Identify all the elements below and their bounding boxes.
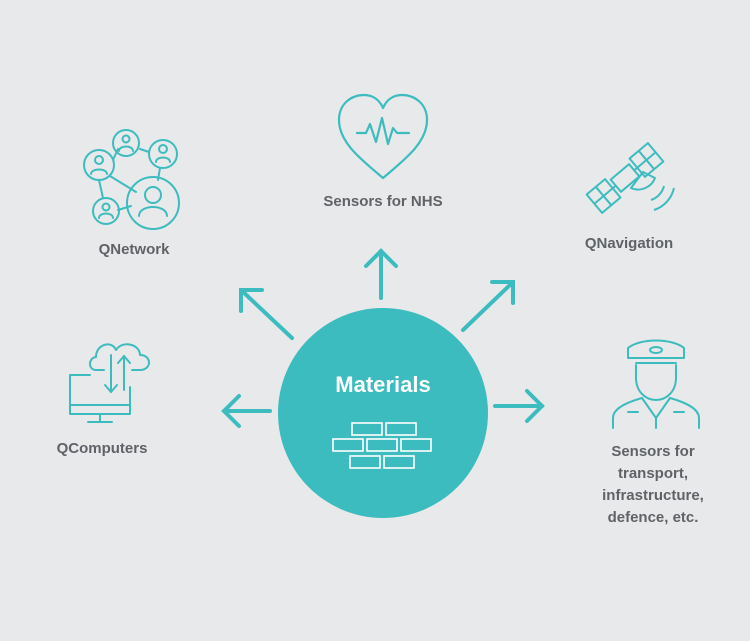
label-qnetwork: QNetwork bbox=[98, 241, 170, 258]
label-qcomputers: QComputers bbox=[56, 440, 148, 457]
label-line: Sensors for bbox=[611, 443, 695, 460]
materials-circle bbox=[278, 308, 488, 518]
label-line: infrastructure, bbox=[602, 487, 704, 504]
label-sensors-transport: Sensors for transport, infrastructure, d… bbox=[583, 441, 723, 529]
arrow-up-right bbox=[461, 280, 515, 332]
arrow-left bbox=[221, 394, 272, 428]
arrow-up-left bbox=[239, 288, 294, 340]
satellite-icon bbox=[585, 142, 675, 214]
network-people-icon bbox=[83, 129, 180, 230]
heart-pulse-icon bbox=[337, 93, 429, 180]
officer-icon bbox=[612, 339, 700, 429]
label-sensors-nhs: Sensors for NHS bbox=[323, 193, 443, 210]
arrow-up bbox=[364, 248, 398, 300]
materials-title: Materials bbox=[335, 372, 431, 397]
arrow-right bbox=[493, 389, 545, 423]
bricks-icon bbox=[332, 422, 432, 469]
label-qnavigation: QNavigation bbox=[584, 235, 674, 252]
label-line: transport, bbox=[617, 465, 688, 482]
cloud-computer-icon bbox=[69, 343, 150, 423]
label-line: defence, etc. bbox=[607, 509, 699, 526]
